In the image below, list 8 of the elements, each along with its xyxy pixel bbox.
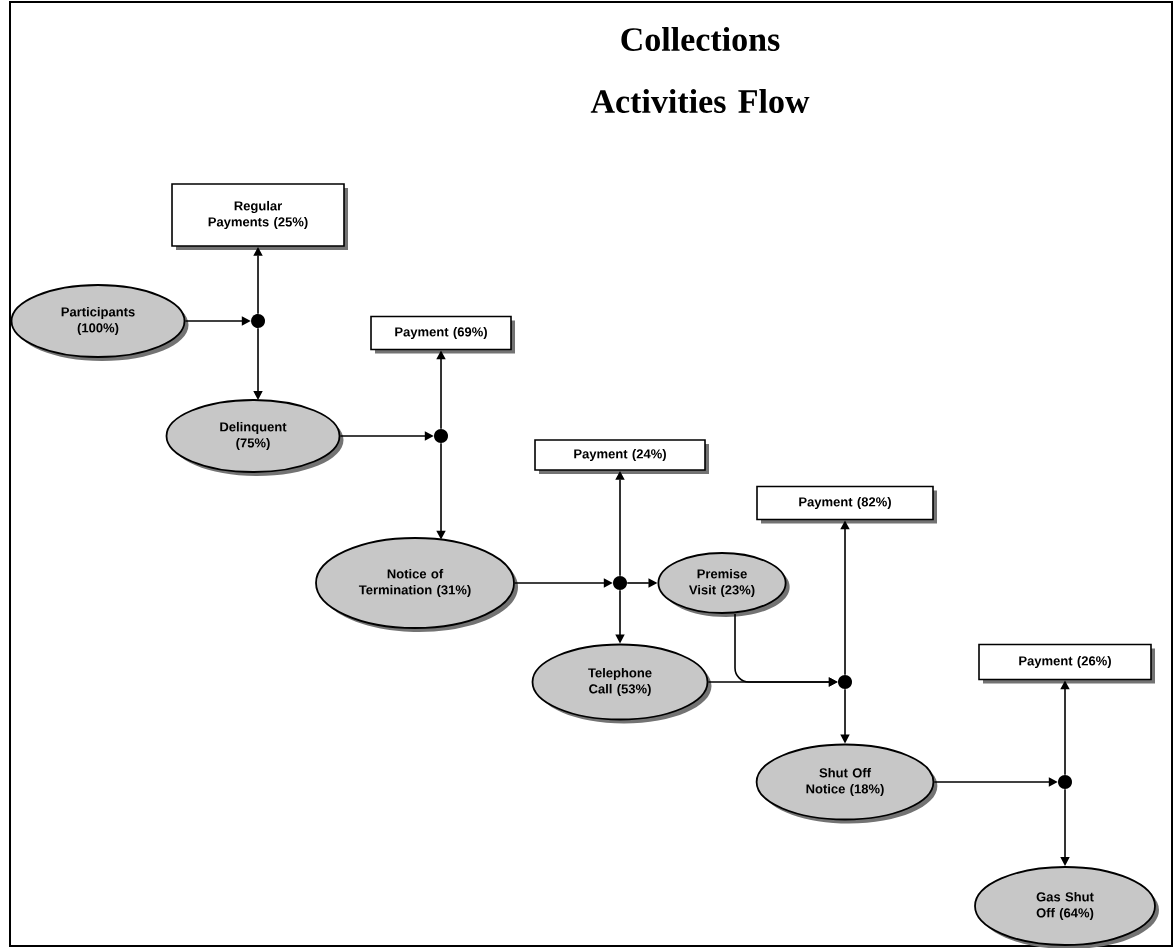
payment-box: Payment (82%) xyxy=(756,485,937,524)
title: Collections Activities Flow xyxy=(590,27,810,113)
arrow xyxy=(1060,788,1070,866)
payment-box: Payment (24%) xyxy=(534,439,709,474)
arrow xyxy=(253,327,263,400)
payment-box: Payment (69%) xyxy=(370,315,515,354)
payment-box: Regular Payments (25%) xyxy=(171,183,348,250)
payment-box: Payment (26%) xyxy=(978,643,1155,684)
